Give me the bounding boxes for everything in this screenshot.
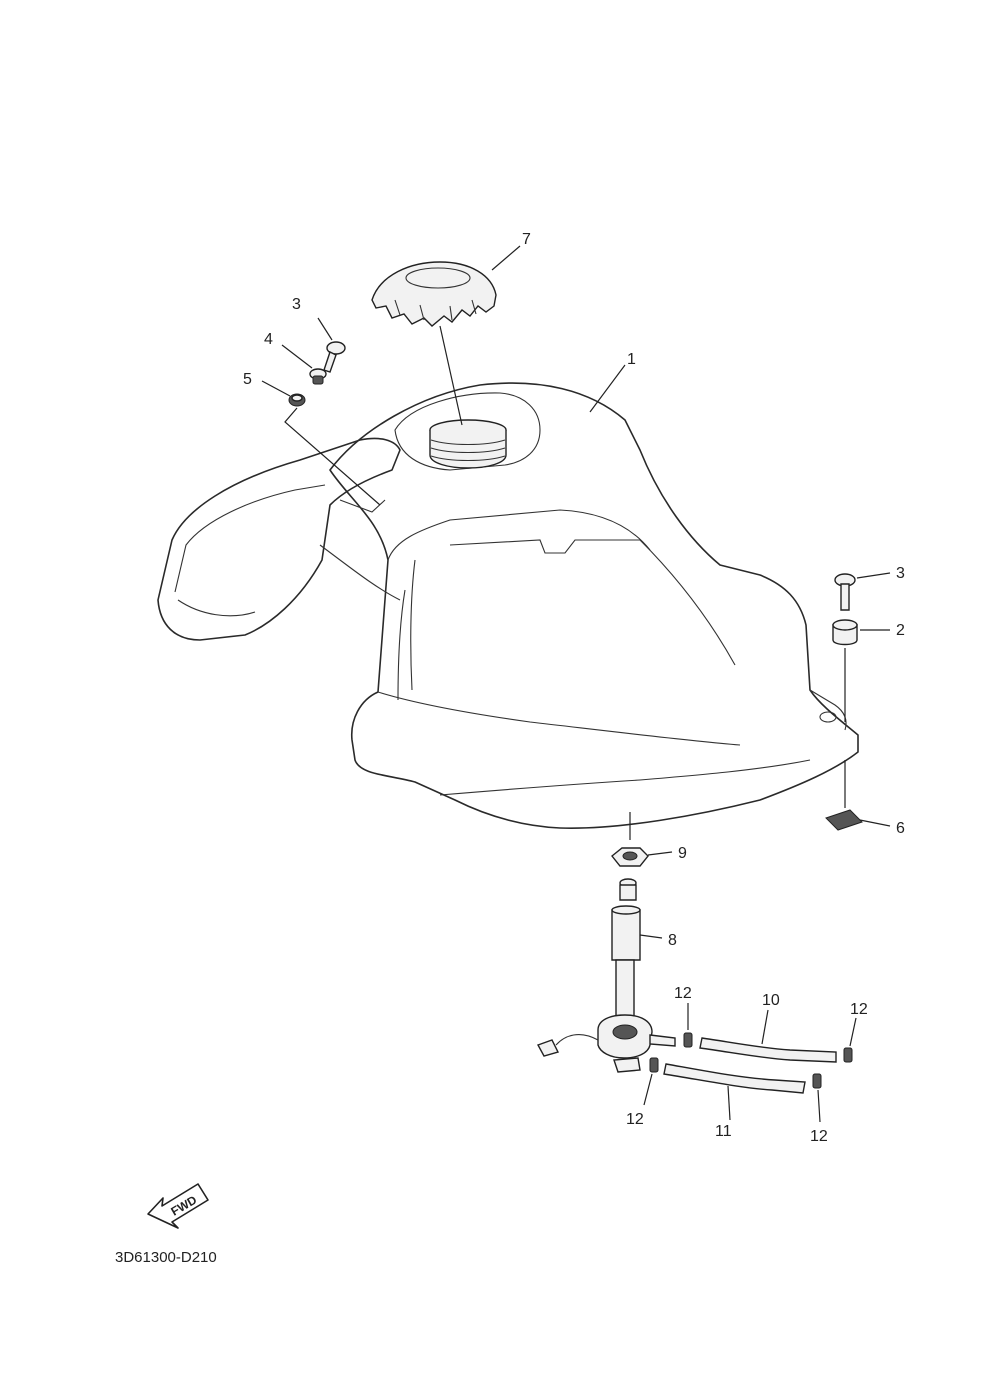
hose-clips [649,1032,853,1089]
washer-upper [309,368,327,385]
callout-labels: 1 2 3 3 4 5 6 7 8 9 10 11 12 12 12 12 [243,231,905,1145]
fuel-tank [157,382,859,829]
fuel-hose-upper [699,1037,837,1063]
callout-12-clip-b: 12 [850,1001,868,1018]
callout-12-clip-c: 12 [626,1111,644,1128]
drawing-code: 3D61300-D210 [115,1249,217,1266]
callout-1: 1 [627,351,636,368]
filler-neck [429,419,507,469]
callout-leaders [261,245,891,1123]
callout-5: 5 [243,371,252,388]
fuel-cock [536,878,676,1073]
grommet-to-tank-leader [284,407,381,506]
callout-12-clip-a: 12 [674,985,692,1002]
callout-11: 11 [715,1123,732,1140]
grommet-upper [288,393,306,407]
bolt-upper [323,341,346,373]
bolt-right [834,573,856,611]
callout-10: 10 [762,992,780,1009]
collar-right [832,619,858,646]
callout-4: 4 [264,331,273,348]
callout-7: 7 [522,231,531,248]
callout-6: 6 [896,820,905,837]
forward-arrow-icon: FWD [147,1183,209,1229]
fuel-cap [371,261,497,327]
cap-to-neck-leader [439,325,463,426]
callout-8: 8 [668,932,677,949]
callout-3-right: 3 [896,565,905,582]
callout-3-upper: 3 [292,296,301,313]
damper-pad [825,809,863,831]
fuel-hose-lower [663,1063,806,1094]
callout-9: 9 [678,845,687,862]
fuel-cock-nut [611,847,649,867]
callout-2: 2 [896,622,905,639]
callout-12-clip-d: 12 [810,1128,828,1145]
